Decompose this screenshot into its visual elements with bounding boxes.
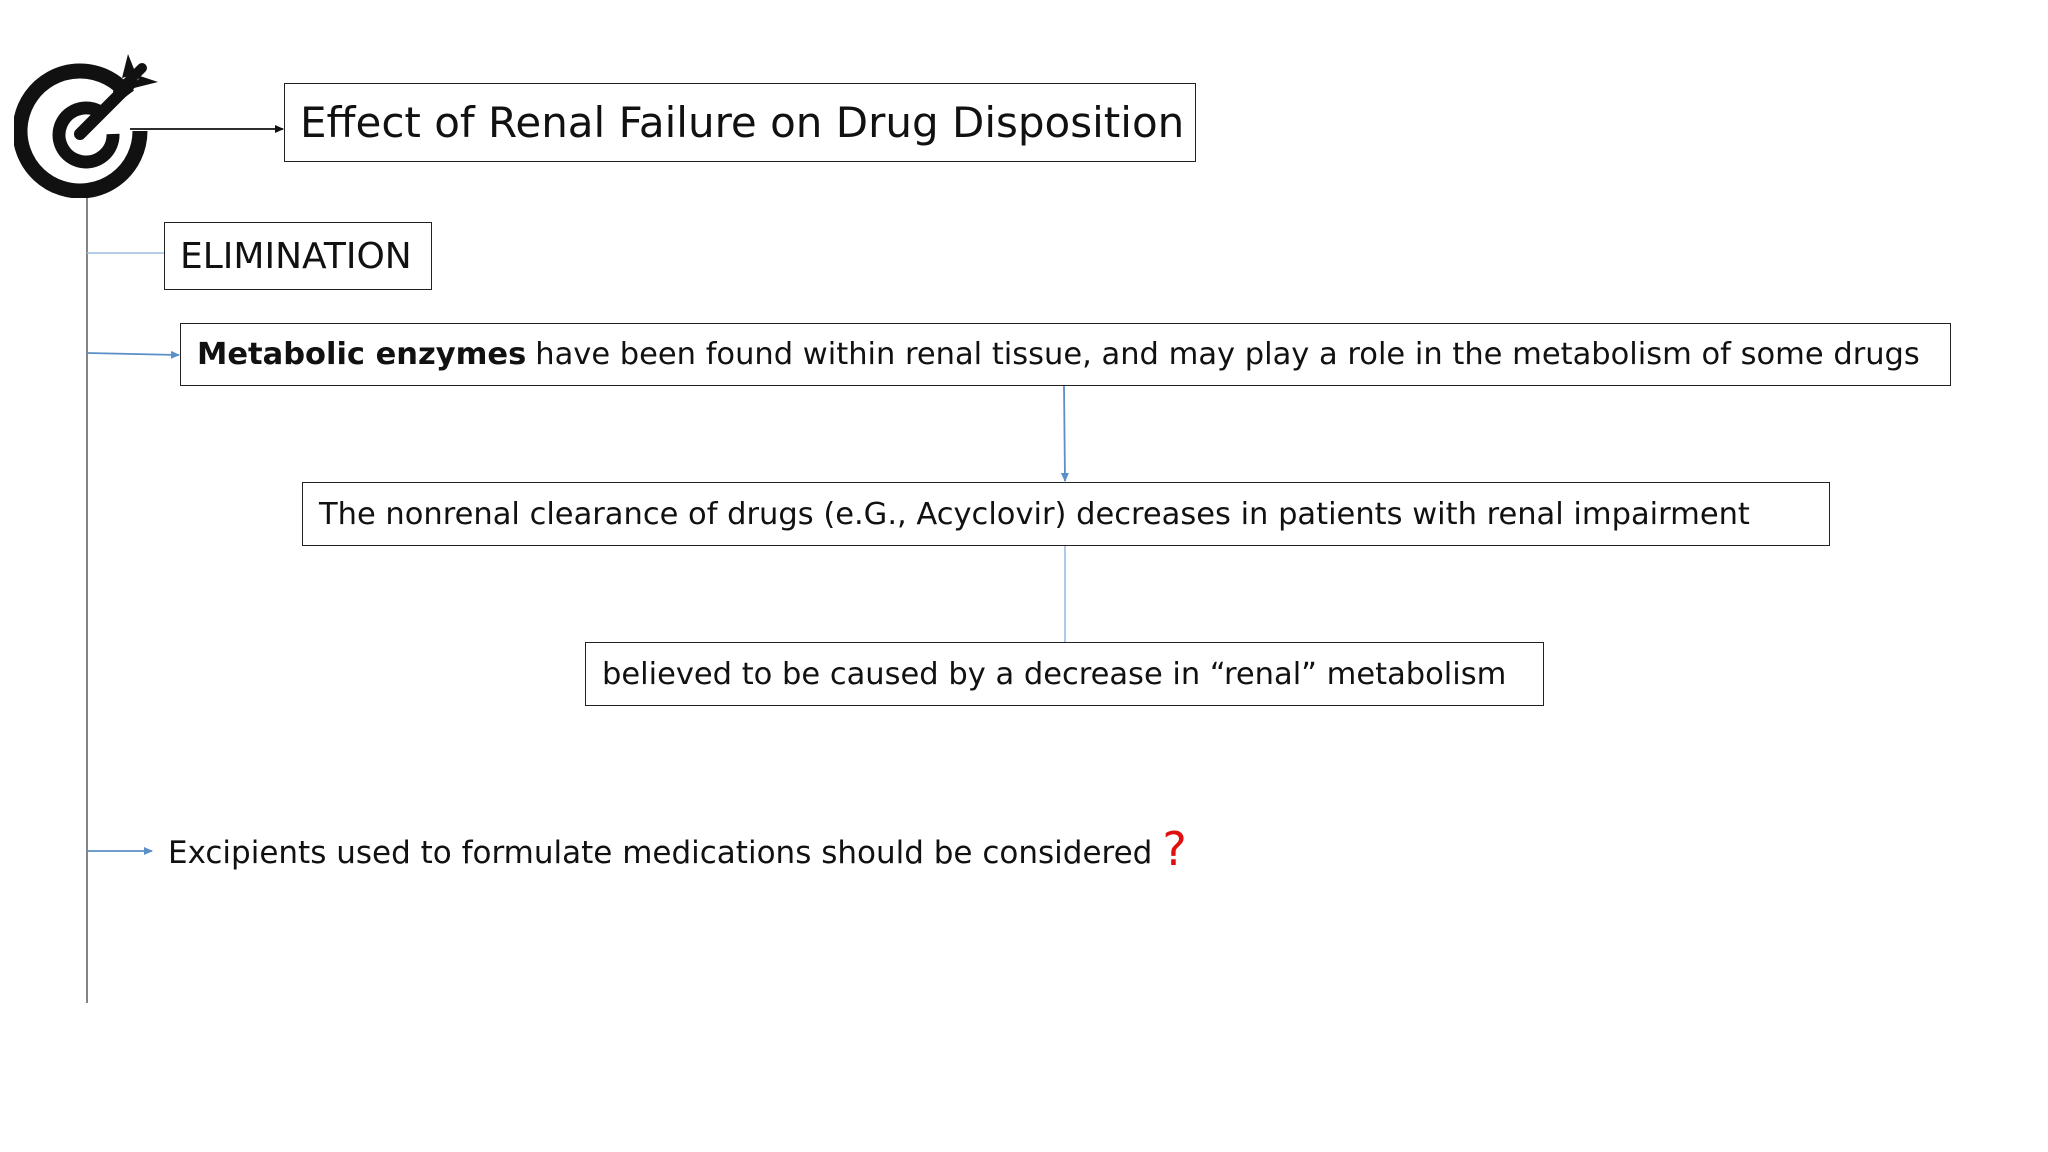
excipients-note: Excipients used to formulate medications… <box>168 822 1187 878</box>
elimination-box: ELIMINATION <box>164 222 432 290</box>
believed-text: believed to be caused by a decrease in “… <box>602 656 1507 692</box>
metabolic-bold-text: Metabolic enzymes <box>197 337 527 372</box>
metabolic-arrow <box>86 350 180 359</box>
page-title: Effect of Renal Failure on Drug Disposit… <box>300 98 1185 147</box>
nonrenal-text: The nonrenal clearance of drugs (e.G., A… <box>319 496 1750 532</box>
target-arrow-icon <box>14 54 158 198</box>
title-box: Effect of Renal Failure on Drug Disposit… <box>284 83 1196 162</box>
metabolic-rest-text: have been found within renal tissue, and… <box>535 337 1920 372</box>
section-heading: ELIMINATION <box>180 235 412 277</box>
excipients-text: Excipients used to formulate medications… <box>168 835 1153 871</box>
nonrenal-arrow <box>1060 385 1069 482</box>
metabolic-enzymes-box: Metabolic enzymes have been found within… <box>180 323 1951 386</box>
question-mark: ? <box>1162 822 1187 876</box>
nonrenal-clearance-box: The nonrenal clearance of drugs (e.G., A… <box>302 482 1830 546</box>
renal-metabolism-box: believed to be caused by a decrease in “… <box>585 642 1544 706</box>
